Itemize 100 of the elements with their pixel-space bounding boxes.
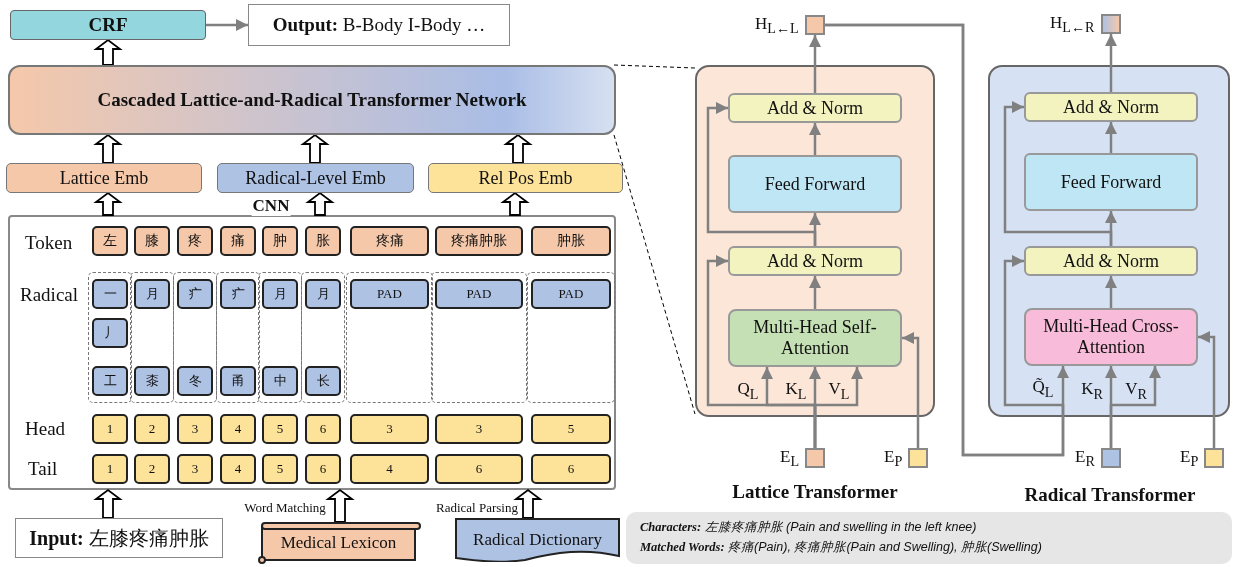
zoom-line (613, 64, 696, 69)
position-box: 5 (531, 414, 611, 444)
vector-label: H$_{L←R}$ (1050, 12, 1095, 36)
radical-group-outline (258, 272, 302, 403)
row-label: Token (25, 232, 73, 254)
radical-box: 疒 (220, 279, 256, 309)
layer-box: Add & Norm (1024, 92, 1198, 122)
arrow (902, 332, 920, 448)
document-shape: Radical Dictionary (455, 518, 620, 562)
vector-label: H$_{L←L}$ (755, 13, 799, 37)
transformer-panel (695, 65, 935, 417)
position-box: 6 (435, 454, 523, 484)
arrow (706, 255, 817, 448)
arrow (1109, 366, 1161, 448)
position-box: 2 (134, 454, 170, 484)
embedding-box: Lattice Emb (6, 163, 202, 193)
vector-label: E$_{P}$ (884, 446, 903, 470)
input-table-panel (8, 215, 616, 490)
arrow (1105, 34, 1117, 92)
arrow (1198, 331, 1216, 448)
block-arrow (93, 488, 123, 519)
zoom-line (613, 134, 696, 415)
token-box: 膝 (134, 226, 170, 256)
token-box: 肿胀 (531, 226, 611, 256)
row-label: Head (25, 418, 66, 440)
note-text: Characters: 左膝疼痛肿胀 (Pain and swelling in the left knee) (640, 519, 977, 536)
token-box: 胀 (305, 226, 341, 256)
radical-box: 疒 (177, 279, 213, 309)
arrow (1003, 101, 1113, 246)
radical-box: 桼 (134, 366, 170, 396)
radical-box: PAD (435, 279, 523, 309)
radical-group-outline (431, 272, 527, 403)
radical-box: 丿 (92, 318, 128, 348)
arrow (1105, 122, 1117, 153)
radical-box: PAD (350, 279, 429, 309)
position-box: 6 (531, 454, 611, 484)
edge-label: Word Matching (243, 500, 327, 516)
input-box: Input: 左膝疼痛肿胀 (15, 518, 223, 558)
vector-square (805, 15, 825, 35)
layer-box: Add & Norm (728, 93, 902, 123)
radical-group-outline (173, 272, 217, 403)
layer-box: Add & Norm (1024, 246, 1198, 276)
embedding-box: Rel Pos Emb (428, 163, 623, 193)
token-box: 左 (92, 226, 128, 256)
block-arrow (300, 133, 330, 164)
vector-label: E$_{P}$ (1180, 446, 1199, 470)
radical-group-outline (527, 272, 615, 403)
block-arrow (93, 191, 123, 216)
position-box: 3 (435, 414, 523, 444)
radical-box: 月 (262, 279, 298, 309)
position-box: 1 (92, 454, 128, 484)
token-box: 疼痛肿胀 (435, 226, 523, 256)
radical-box: 甬 (220, 366, 256, 396)
vector-square (805, 448, 825, 468)
attention-box: Multi-Head Cross-Attention (1024, 308, 1198, 366)
position-box: 4 (220, 454, 256, 484)
radical-group-outline (346, 272, 433, 403)
token-box: 肿 (262, 226, 298, 256)
token-box: 疼 (177, 226, 213, 256)
radical-group-outline (88, 272, 132, 403)
token-box: 疼痛 (350, 226, 429, 256)
radical-group-outline (301, 272, 345, 403)
transformer-panel (988, 65, 1230, 417)
network-box: Cascaded Lattice-and-Radical Transformer Network (8, 65, 616, 135)
vector-square (1204, 448, 1224, 468)
block-arrow (305, 191, 335, 216)
radical-box: 月 (134, 279, 170, 309)
panel-title: Lattice Transformer (732, 481, 898, 503)
arrow (809, 35, 821, 93)
block-arrow (93, 38, 123, 66)
position-box: 6 (305, 454, 341, 484)
layer-box: Feed Forward (1024, 153, 1198, 211)
position-box: 3 (177, 454, 213, 484)
edge-label: Radical Parsing (435, 500, 519, 516)
vector-label: E$_{R}$ (1075, 446, 1095, 470)
block-arrow (513, 488, 543, 519)
radical-box: 月 (305, 279, 341, 309)
position-box: 3 (350, 414, 429, 444)
arrow (206, 19, 248, 31)
radical-box: 工 (92, 366, 128, 396)
position-box: 4 (350, 454, 429, 484)
token-box: 痛 (220, 226, 256, 256)
radical-box: PAD (531, 279, 611, 309)
output-box: Output: B-Body I-Body … (248, 4, 510, 46)
panel-title: Radical Transformer (1024, 484, 1196, 506)
radical-box: 一 (92, 279, 128, 309)
attention-box: Multi-Head Self-Attention (728, 309, 902, 367)
row-label: Radical (20, 284, 79, 306)
row-label: Tail (28, 458, 58, 480)
layer-box: Feed Forward (728, 155, 902, 213)
position-box: 5 (262, 454, 298, 484)
embedding-box: Radical-Level Emb (217, 163, 414, 193)
arrow (706, 102, 817, 246)
radical-box: 中 (262, 366, 298, 396)
position-box: 6 (305, 414, 341, 444)
arrow (809, 276, 821, 309)
layer-box: Add & Norm (728, 246, 902, 276)
vector-square (1101, 14, 1121, 34)
radical-box: 冬 (177, 366, 213, 396)
block-arrow (503, 133, 533, 164)
